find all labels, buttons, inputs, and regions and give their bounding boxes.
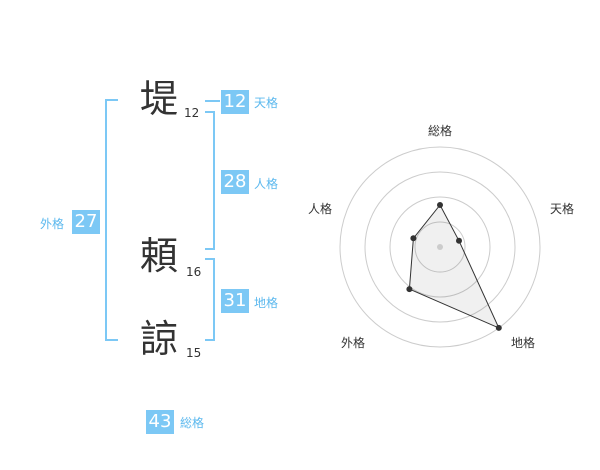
tenkaku-label: 天格 <box>254 96 279 110</box>
soukaku-value: 43 <box>146 410 174 434</box>
chikaku-label: 地格 <box>254 296 279 310</box>
stroke-count-1: 12 <box>184 106 200 120</box>
jinkaku-label: 人格 <box>254 177 279 191</box>
stroke-count-3: 15 <box>186 346 202 360</box>
radar-center <box>437 244 443 250</box>
radar-ring <box>414 221 466 273</box>
radar-label-tenkaku: 天格 <box>550 202 575 216</box>
name-char-3: 諒 <box>140 317 179 361</box>
radar-label-gaikaku: 外格 <box>341 336 366 350</box>
radar-point <box>456 237 462 244</box>
radar-label-jinkaku: 人格 <box>308 202 333 216</box>
radar-ring <box>389 196 491 298</box>
radar-point <box>437 202 443 208</box>
name-char-2: 頼 <box>140 234 179 278</box>
gaikaku-bracket <box>105 99 118 341</box>
jinkaku-bracket <box>205 111 215 250</box>
radar-point <box>495 324 502 331</box>
chikaku-value: 31 <box>221 289 249 313</box>
radar-ring <box>339 146 541 348</box>
stroke-count-2: 16 <box>186 265 202 279</box>
jinkaku-value: 28 <box>221 170 249 194</box>
soukaku-label: 総格 <box>180 416 205 430</box>
radar-area <box>408 204 500 329</box>
name-char-1: 堤 <box>140 77 179 121</box>
tenkaku-value: 12 <box>221 90 249 114</box>
gaikaku-value: 27 <box>72 210 100 234</box>
chikaku-bracket <box>205 258 215 341</box>
radar-label-chikaku: 地格 <box>511 336 536 350</box>
radar-ring <box>364 171 516 323</box>
radar-label-soukaku: 総格 <box>428 124 453 138</box>
gaikaku-label: 外格 <box>40 217 65 231</box>
radar-point <box>406 286 413 293</box>
radar-point <box>410 235 417 242</box>
